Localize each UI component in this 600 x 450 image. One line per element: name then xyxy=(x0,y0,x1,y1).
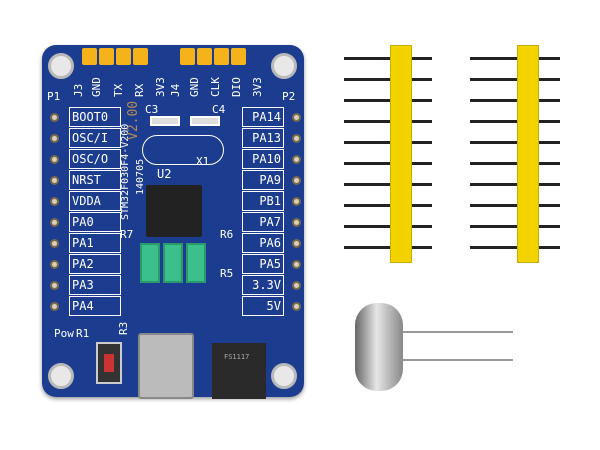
left-pin-label: OSC/O xyxy=(69,149,121,169)
j4-pins xyxy=(180,48,246,65)
right-pin-label: 3.3V xyxy=(242,275,284,295)
u2-label: U2 xyxy=(157,167,172,181)
mount-hole xyxy=(48,363,74,389)
j4-pin-label: GND xyxy=(188,77,201,97)
r3-label: R3 xyxy=(117,321,130,335)
mini-usb-connector[interactable] xyxy=(138,333,194,399)
left-pin-label: PA0 xyxy=(69,212,121,232)
c3-label: C3 xyxy=(145,103,159,116)
right-pin-column: PA14 PA13 PA10 PA9 PB1 PA7 PA6 PA5 3.3V … xyxy=(242,107,301,316)
p2-label: P2 xyxy=(282,90,296,103)
j3-pin-label: RX xyxy=(133,83,146,97)
j4-pin-label: CLK xyxy=(209,77,222,97)
x1-label: X1 xyxy=(196,155,210,168)
mount-hole xyxy=(271,363,297,389)
right-pin-label: PB1 xyxy=(242,191,284,211)
right-pin-label: 5V xyxy=(242,296,284,316)
left-pin-label: NRST xyxy=(69,170,121,190)
right-pin-label: PA7 xyxy=(242,212,284,232)
voltage-regulator: FS1117 xyxy=(212,343,266,399)
left-pin-label: PA4 xyxy=(69,296,121,316)
crystal-footprint xyxy=(142,135,224,165)
left-pin-label: PA2 xyxy=(69,254,121,274)
plastic-header xyxy=(390,45,412,263)
pow-label: Pow xyxy=(54,327,74,340)
j3-pins xyxy=(82,48,148,65)
p1-label: P1 xyxy=(47,90,61,103)
regulator-text: FS1117 xyxy=(224,353,250,361)
mcu-chip xyxy=(146,185,202,237)
j3-pin-label: GND xyxy=(90,77,103,97)
j3-pin-label: 3V3 xyxy=(154,77,167,97)
stm32-dev-board: J3 GND TX RX 3V3 J4 GND CLK DIO 3V3 P1 P… xyxy=(42,45,304,399)
right-pin-label: PA13 xyxy=(242,128,284,148)
right-pin-label: PA6 xyxy=(242,233,284,253)
r1-label: R1 xyxy=(76,327,90,340)
left-pin-label: PA3 xyxy=(69,275,121,295)
left-pin-label: OSC/I xyxy=(69,128,121,148)
j4-pin-label: 3V3 xyxy=(251,77,264,97)
j4-label: J4 xyxy=(169,83,182,97)
left-pin-column: BOOT0 OSC/I OSC/O NRST VDDA PA0 PA1 PA2 … xyxy=(50,107,121,316)
right-pin-label: PA10 xyxy=(242,149,284,169)
j3-pin-label: TX xyxy=(112,83,125,97)
pin-header-strip-2 xyxy=(470,45,562,263)
version-text: V2.00 xyxy=(126,100,141,140)
crystal-oscillator xyxy=(355,303,515,393)
c4-label: C4 xyxy=(212,103,226,116)
right-pin-label: PA5 xyxy=(242,254,284,274)
r7-label: R7 xyxy=(120,228,134,241)
boot-jumpers[interactable] xyxy=(140,243,206,283)
j3-label: J3 xyxy=(72,83,85,97)
mount-hole xyxy=(271,53,297,79)
plastic-header xyxy=(517,45,539,263)
capacitor xyxy=(150,116,180,126)
date-code: 140705 xyxy=(135,158,146,195)
r6-label: R6 xyxy=(220,228,234,241)
right-pin-label: PA14 xyxy=(242,107,284,127)
reset-button[interactable] xyxy=(96,342,122,384)
left-pin-label: PA1 xyxy=(69,233,121,253)
j4-pin-label: DIO xyxy=(230,77,243,97)
left-pin-label: BOOT0 xyxy=(69,107,121,127)
capacitor xyxy=(190,116,220,126)
left-pin-label: VDDA xyxy=(69,191,121,211)
right-pin-label: PA9 xyxy=(242,170,284,190)
r5-label: R5 xyxy=(220,267,234,280)
pin-header-strip-1 xyxy=(344,45,434,263)
mount-hole xyxy=(48,53,74,79)
